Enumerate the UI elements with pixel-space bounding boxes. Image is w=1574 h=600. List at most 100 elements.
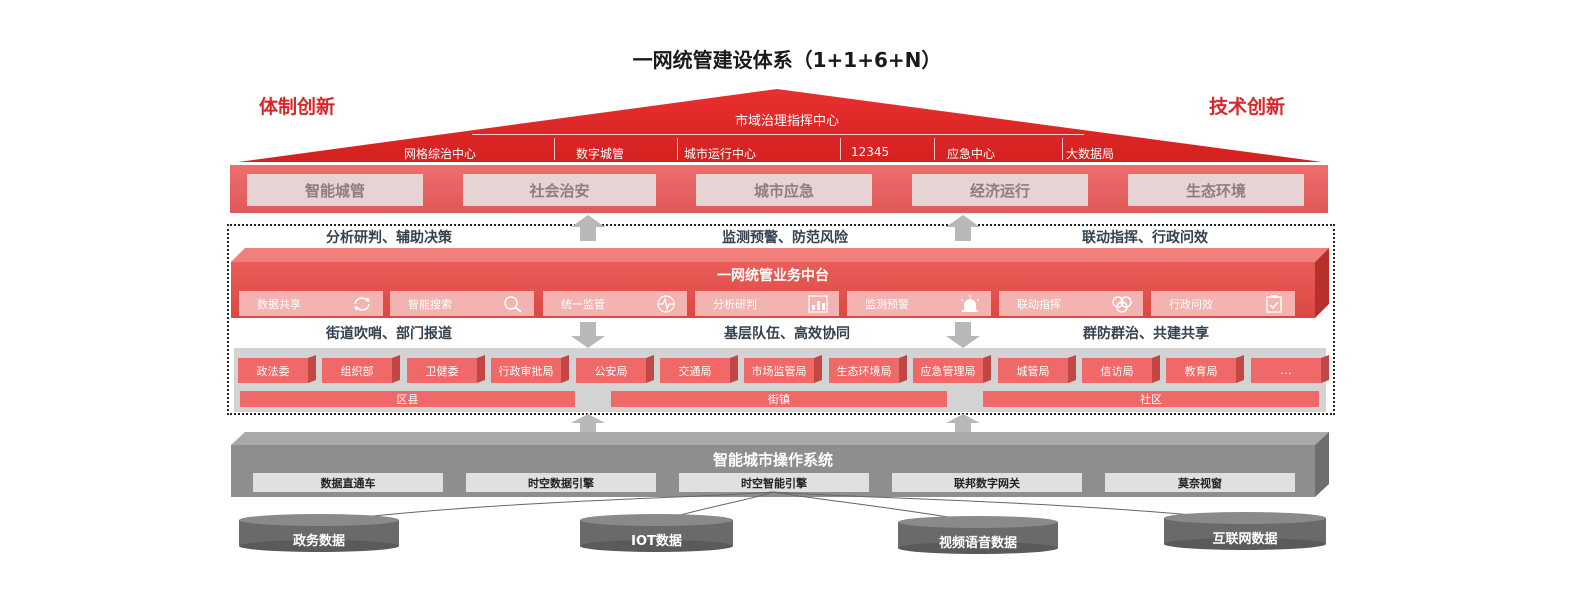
cylinder-icon [898, 516, 1058, 554]
department-side-face [646, 355, 654, 383]
clipboard-check-icon [1266, 294, 1282, 313]
source-internet-data: 互联网数据 [1164, 512, 1326, 550]
caption-command: 联动指挥、行政问效 [1082, 230, 1208, 246]
engine-monet-view: 莫奈视窗 [1105, 473, 1295, 492]
function-label: 智能搜索 [408, 297, 452, 311]
department-side-face [899, 355, 907, 383]
domain-smart-city-management: 智能城管 [247, 174, 423, 206]
roof-separator [840, 138, 841, 160]
up-arrow-icon [946, 215, 980, 241]
platform-side-face [1315, 248, 1329, 318]
function-label: 分析研判 [713, 297, 757, 311]
source-iot-data: IOT数据 [580, 514, 733, 552]
roof-separator [677, 138, 678, 160]
function-early-warning: 监测预警 [847, 291, 991, 316]
department-side-face [561, 355, 569, 383]
roof-separator [554, 138, 555, 160]
department-box: 教育局 [1166, 358, 1236, 383]
os-3d-faces [231, 432, 1329, 497]
department-box: 应急管理局 [913, 358, 983, 383]
os-title: 智能城市操作系统 [712, 451, 833, 469]
platform-top-face [231, 248, 1329, 262]
platform-title: 一网统管业务中台 [717, 268, 829, 284]
up-arrow-icon [946, 414, 980, 432]
linked-circles-icon [1112, 295, 1132, 313]
refresh-icon [354, 296, 370, 311]
diagram-title: 一网统管建设体系（1+1+6+N） [632, 48, 942, 72]
source-label: 互联网数据 [1212, 532, 1278, 547]
engine-federated-gateway: 联邦数字网关 [892, 473, 1082, 492]
engine-spatiotemporal-ai: 时空智能引擎 [679, 473, 869, 492]
roof-item-digital-city: 数字城管 [576, 147, 625, 161]
roof-top-label: 市域治理指挥中心 [734, 114, 839, 129]
cylinder-icon [1164, 512, 1326, 550]
source-video-voice-data: 视频语音数据 [898, 516, 1058, 554]
caption-street-whistle: 街道吹哨、部门报道 [326, 326, 452, 342]
function-label: 行政问效 [1169, 297, 1213, 311]
function-data-sharing: 数据共享 [239, 291, 383, 316]
department-side-face [1321, 355, 1329, 383]
connector-lines [317, 491, 1246, 523]
department-side-face [814, 355, 822, 383]
cylinder-icon [580, 514, 733, 552]
domain-ecology: 生态环境 [1128, 174, 1304, 206]
department-box: … [1251, 358, 1321, 383]
department-box: 市场监管局 [744, 358, 814, 383]
roof-item-grid-center: 网格综治中心 [404, 147, 477, 161]
roof-separator [934, 138, 935, 160]
function-admin-accountability: 行政问效 [1151, 291, 1295, 316]
function-label: 统一监管 [561, 297, 605, 311]
down-arrow-icon [946, 322, 980, 348]
engine-spatiotemporal-data: 时空数据引擎 [466, 473, 656, 492]
up-arrow-icon [571, 215, 605, 241]
department-box: 生态环境局 [829, 358, 899, 383]
roof-item-city-ops: 城市运行中心 [684, 147, 757, 161]
caption-co-governance: 群防群治、共建共享 [1083, 326, 1209, 342]
department-side-face [392, 355, 400, 383]
department-box: 城管局 [998, 358, 1068, 383]
department-side-face [1068, 355, 1076, 383]
up-arrow-icon [571, 414, 605, 432]
department-side-face [1152, 355, 1160, 383]
caption-monitoring: 监测预警、防范风险 [722, 230, 848, 246]
department-side-face [983, 355, 991, 383]
level-street: 街镇 [611, 391, 947, 407]
roof-shape [238, 89, 1322, 162]
roof-divider [472, 134, 1084, 135]
department-side-face [1236, 355, 1244, 383]
caption-grassroots: 基层队伍、高效协同 [724, 326, 850, 342]
level-district: 区县 [240, 391, 575, 407]
department-box: 卫健委 [407, 358, 477, 383]
department-box: 行政审批局 [491, 358, 561, 383]
department-box: 交通局 [660, 358, 730, 383]
bar-chart-icon [808, 294, 828, 313]
function-unified-supervision: 统一监管 [543, 291, 687, 316]
right-label: 技术创新 [1209, 96, 1286, 118]
department-box: 组织部 [322, 358, 392, 383]
alarm-light-icon [960, 294, 980, 312]
domain-city-emergency: 城市应急 [696, 174, 872, 206]
source-label: IOT数据 [631, 534, 682, 549]
department-box: 信访局 [1082, 358, 1152, 383]
function-smart-search: 智能搜索 [390, 291, 534, 316]
engine-data-express: 数据直通车 [253, 473, 443, 492]
magnifier-icon [504, 295, 522, 313]
function-label: 数据共享 [257, 297, 301, 311]
caption-analysis: 分析研判、辅助决策 [326, 230, 452, 246]
source-label: 政务数据 [292, 534, 345, 549]
function-linked-command: 联动指挥 [999, 291, 1143, 316]
domain-public-security: 社会治安 [463, 174, 656, 206]
department-box: 公安局 [576, 358, 646, 383]
business-frame [227, 224, 1335, 415]
domain-economic-operation: 经济运行 [912, 174, 1088, 206]
pulse-icon [657, 294, 675, 313]
cylinder-icon [239, 514, 399, 552]
roof-separator [1062, 138, 1063, 160]
roof-item-12345: 12345 [851, 145, 890, 159]
source-label: 视频语音数据 [938, 536, 1017, 551]
function-label: 监测预警 [865, 297, 909, 311]
left-label: 体制创新 [259, 96, 336, 118]
function-analysis: 分析研判 [695, 291, 839, 316]
roof-item-emergency: 应急中心 [947, 147, 996, 161]
department-box: 政法委 [238, 358, 308, 383]
